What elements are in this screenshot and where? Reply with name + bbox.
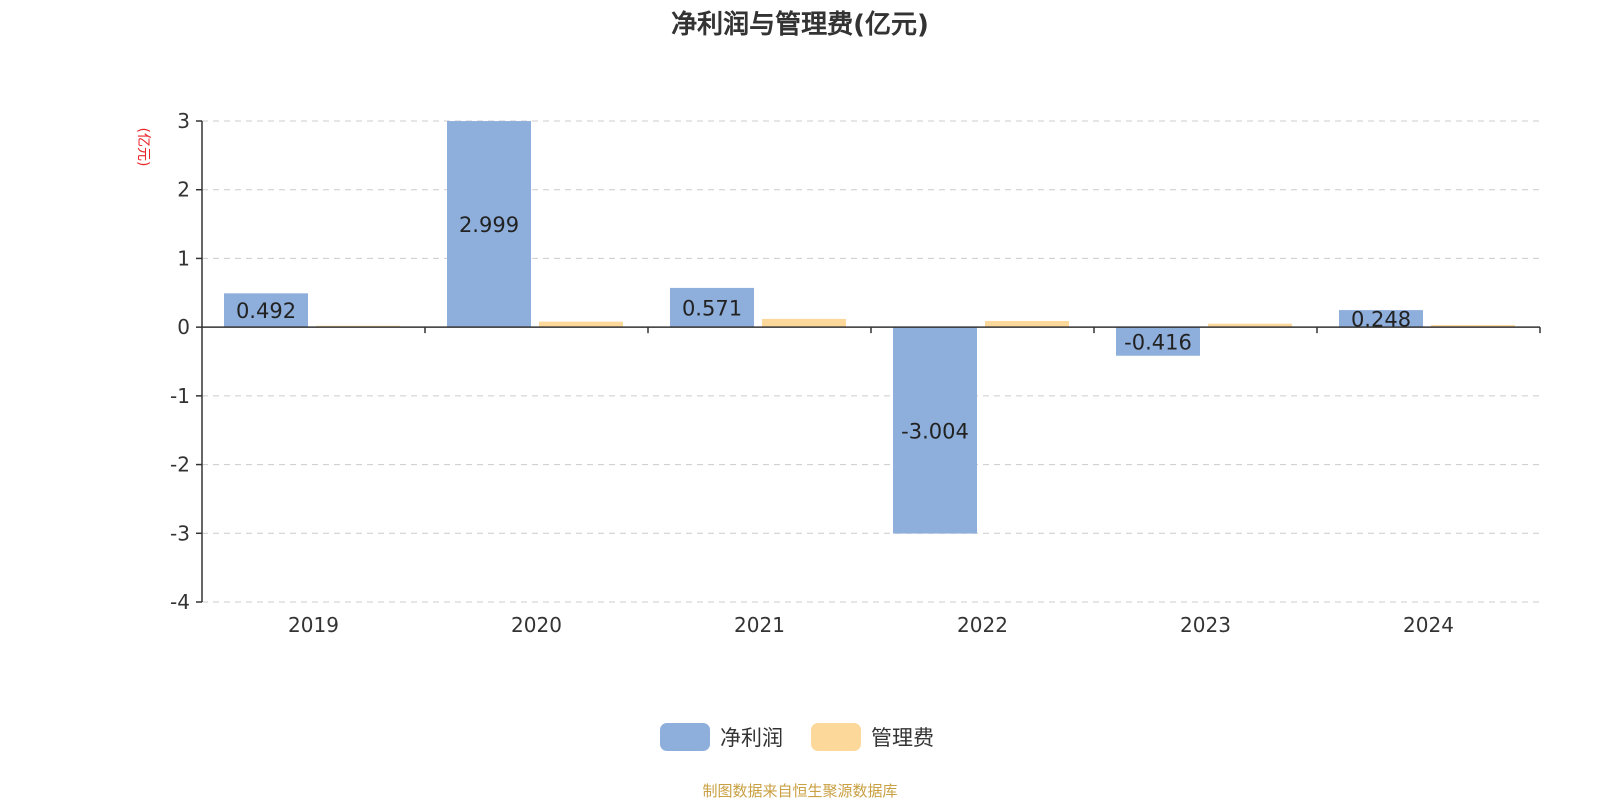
x-tick-label: 2022 [957, 613, 1008, 637]
y-tick-label: -1 [170, 384, 190, 408]
bar-净利润-2023 [1116, 327, 1200, 356]
bar-管理费-2021 [762, 318, 846, 328]
y-tick-label: -2 [170, 453, 190, 477]
data-label: -3.004 [901, 419, 969, 443]
bar-管理费-2020 [539, 321, 623, 328]
data-label: -0.416 [1124, 330, 1192, 354]
x-tick-label: 2023 [1180, 613, 1231, 637]
legend: 净利润 管理费 [660, 723, 934, 751]
x-tick-label: 2021 [734, 613, 785, 637]
bar-净利润-2021 [670, 287, 754, 328]
legend-label[interactable]: 管理费 [871, 726, 934, 750]
x-tick-label: 2020 [511, 613, 562, 637]
data-label: 0.248 [1351, 308, 1411, 332]
y-tick-label: 1 [177, 246, 190, 270]
axes: 3 2 1 0 -1 -2 -3 -4 2019 2020 2021 2022 2023 2024 [170, 109, 1541, 637]
bars [224, 121, 1515, 534]
legend-swatch[interactable] [811, 723, 861, 751]
data-label: 2.999 [459, 213, 519, 237]
y-axis-unit-label: (亿元) [135, 128, 151, 167]
legend-swatch[interactable] [660, 723, 710, 751]
data-labels: 0.492 2.999 0.571 -3.004 -0.416 0.248 [236, 213, 1411, 443]
bar-管理费-2022 [985, 320, 1069, 328]
bar-管理费-2024 [1431, 325, 1515, 328]
bar-管理费-2023 [1208, 323, 1292, 328]
bar-净利润-2019 [224, 293, 308, 328]
data-label: 0.492 [236, 299, 296, 323]
y-tick-label: 0 [177, 315, 190, 339]
x-tick-label: 2024 [1403, 613, 1454, 637]
y-tick-label: 3 [177, 109, 190, 133]
y-tick-label: -3 [170, 521, 190, 545]
bar-净利润-2024 [1339, 310, 1423, 328]
bar-净利润-2022 [893, 327, 977, 534]
bar-净利润-2020 [447, 121, 531, 328]
grid-lines [202, 120, 1540, 603]
y-tick-label: 2 [177, 178, 190, 202]
chart-title: 净利润与管理费(亿元) [671, 9, 929, 40]
x-tick-label: 2019 [288, 613, 339, 637]
y-tick-label: -4 [170, 590, 190, 614]
legend-label[interactable]: 净利润 [720, 726, 783, 750]
source-note: 制图数据来自恒生聚源数据库 [702, 782, 897, 800]
data-label: 0.571 [682, 297, 742, 321]
